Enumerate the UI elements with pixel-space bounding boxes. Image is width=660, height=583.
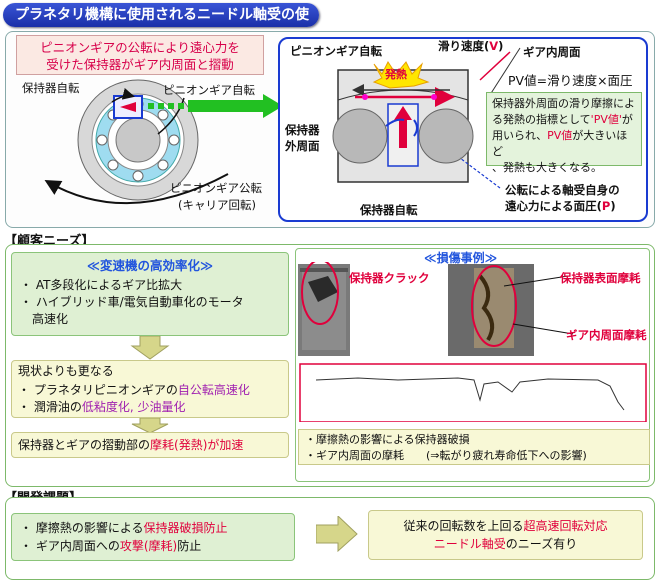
needs-box1-item: ・ ハイブリッド車/電気自動車化のモータ (20, 295, 244, 309)
needs-box2-item-2: ・ 潤滑油の低粘度化, 少油量化 (18, 400, 186, 414)
needs-box1-list: ・ AT多段化によるギア比拡大 ・ ハイブリッド車/電気自動車化のモータ 高速化 (12, 277, 288, 328)
sliding-detail-diagram (332, 61, 474, 183)
pv-note-line-4: 、発熱も大きくなる。 (492, 161, 602, 174)
right-arrow (316, 516, 358, 552)
label-cage-rotation: 保持器自転 (22, 81, 80, 95)
detail-pressure-2: 遠心力による面圧(P) (505, 199, 616, 213)
damage-heading: ≪損傷事例≫ (424, 251, 498, 265)
result-line-1: 従来の回転数を上回る超高速回転対応 (403, 519, 608, 533)
detail-cage-rotation: 保持器自転 (360, 203, 418, 217)
label-carrier-rotation: (キャリア回転) (178, 198, 256, 212)
needs-box-efficiency: ≪変速機の高効率化≫ ・ AT多段化によるギア比拡大 ・ ハイブリッド車/電気自… (11, 252, 289, 336)
callout-centrifugal: ピニオンギアの公転により遠心力を 受けた保持器がギア内周面と摺動 (16, 35, 264, 75)
damage-crack-label: 保持器クラック (349, 271, 430, 285)
label-pinion-rotation: ピニオンギア自転 (163, 83, 255, 97)
detail-pinion-rotation: ピニオンギア自転 (290, 44, 382, 58)
damage-photos (298, 262, 647, 422)
challenges-result-box: 従来の回転数を上回る超高速回転対応 ニードル軸受のニーズ有り (368, 510, 643, 560)
challenge-item-2: ・ ギア内周面への攻撃(摩耗)防止 (20, 539, 202, 553)
result-line-2: ニードル軸受のニーズ有り (433, 537, 578, 551)
needs-box-further: 現状よりも更なる ・ プラネタリピニオンギアの自公転高速化 ・ 潤滑油の低粘度化… (11, 360, 289, 418)
heat-burst-label: 発熱 (385, 68, 407, 81)
needs-box1-heading: ≪変速機の高効率化≫ (86, 258, 214, 273)
pv-explanation-note: 保持器外周面の滑り摩擦によ る発熱の指標として'PV値'が 用いられ、PV値が大… (486, 92, 642, 174)
needs-box1-item: ・ AT多段化によるギア比拡大 (20, 278, 183, 292)
pv-note-line-1: 保持器外周面の滑り摩擦によ (492, 97, 635, 110)
damage-gear-wear-label: ギア内周面摩耗 (566, 328, 647, 342)
needs-box2-item-1: ・ プラネタリピニオンギアの自公転高速化 (18, 383, 250, 397)
down-arrow-1 (130, 336, 170, 360)
pv-note-line-2: る発熱の指標として'PV値'が (492, 113, 633, 126)
pv-note-line-3: 用いられ、PV値が大きいほど (492, 129, 628, 158)
down-arrow-2 (131, 418, 169, 434)
challenges-box: ・ 摩擦熱の影響による保持器破損防止 ・ ギア内周面への攻撃(摩耗)防止 (11, 513, 295, 561)
needs-box2-heading: 現状よりも更なる (18, 364, 114, 378)
page-title: プラネタリ機構に使用されるニードル軸受の使用環境 (3, 3, 319, 47)
challenge-item-1: ・ 摩擦熱の影響による保持器破損防止 (20, 521, 228, 535)
callout-line-2: 受けた保持器がギア内周面と摺動 (46, 57, 234, 72)
pv-formula: PV値=滑り速度×面圧 (508, 73, 633, 88)
needs-box1-item: 高速化 (20, 312, 69, 326)
detail-gear-inner: ギア内周面 (523, 45, 581, 59)
detail-cage-outer-2: 外周面 (285, 139, 320, 153)
label-pinion-revolution: ピニオンギア公転 (170, 181, 262, 195)
detail-cage-outer-1: 保持器 (285, 123, 320, 137)
needs-box-wear: 保持器とギアの摺動部の摩耗(発熱)が加速 (11, 432, 289, 458)
damage-surface-wear-label: 保持器表面摩耗 (560, 271, 641, 285)
damage-summary-item: ・ギア内周面の摩耗 (⇒転がり疲れ寿命低下への影響) (305, 449, 587, 462)
detail-slide-speed: 滑り速度(V) (438, 39, 504, 53)
damage-summary-item: ・摩擦熱の影響による保持器破損 (305, 433, 470, 446)
bearing-diagram (44, 79, 283, 205)
damage-summary: ・摩擦熱の影響による保持器破損 ・ギア内周面の摩耗 (⇒転がり疲れ寿命低下への影… (298, 429, 650, 465)
callout-line-1: ピニオンギアの公転により遠心力を (40, 40, 240, 55)
detail-pressure-1: 公転による軸受自身の (505, 183, 620, 197)
